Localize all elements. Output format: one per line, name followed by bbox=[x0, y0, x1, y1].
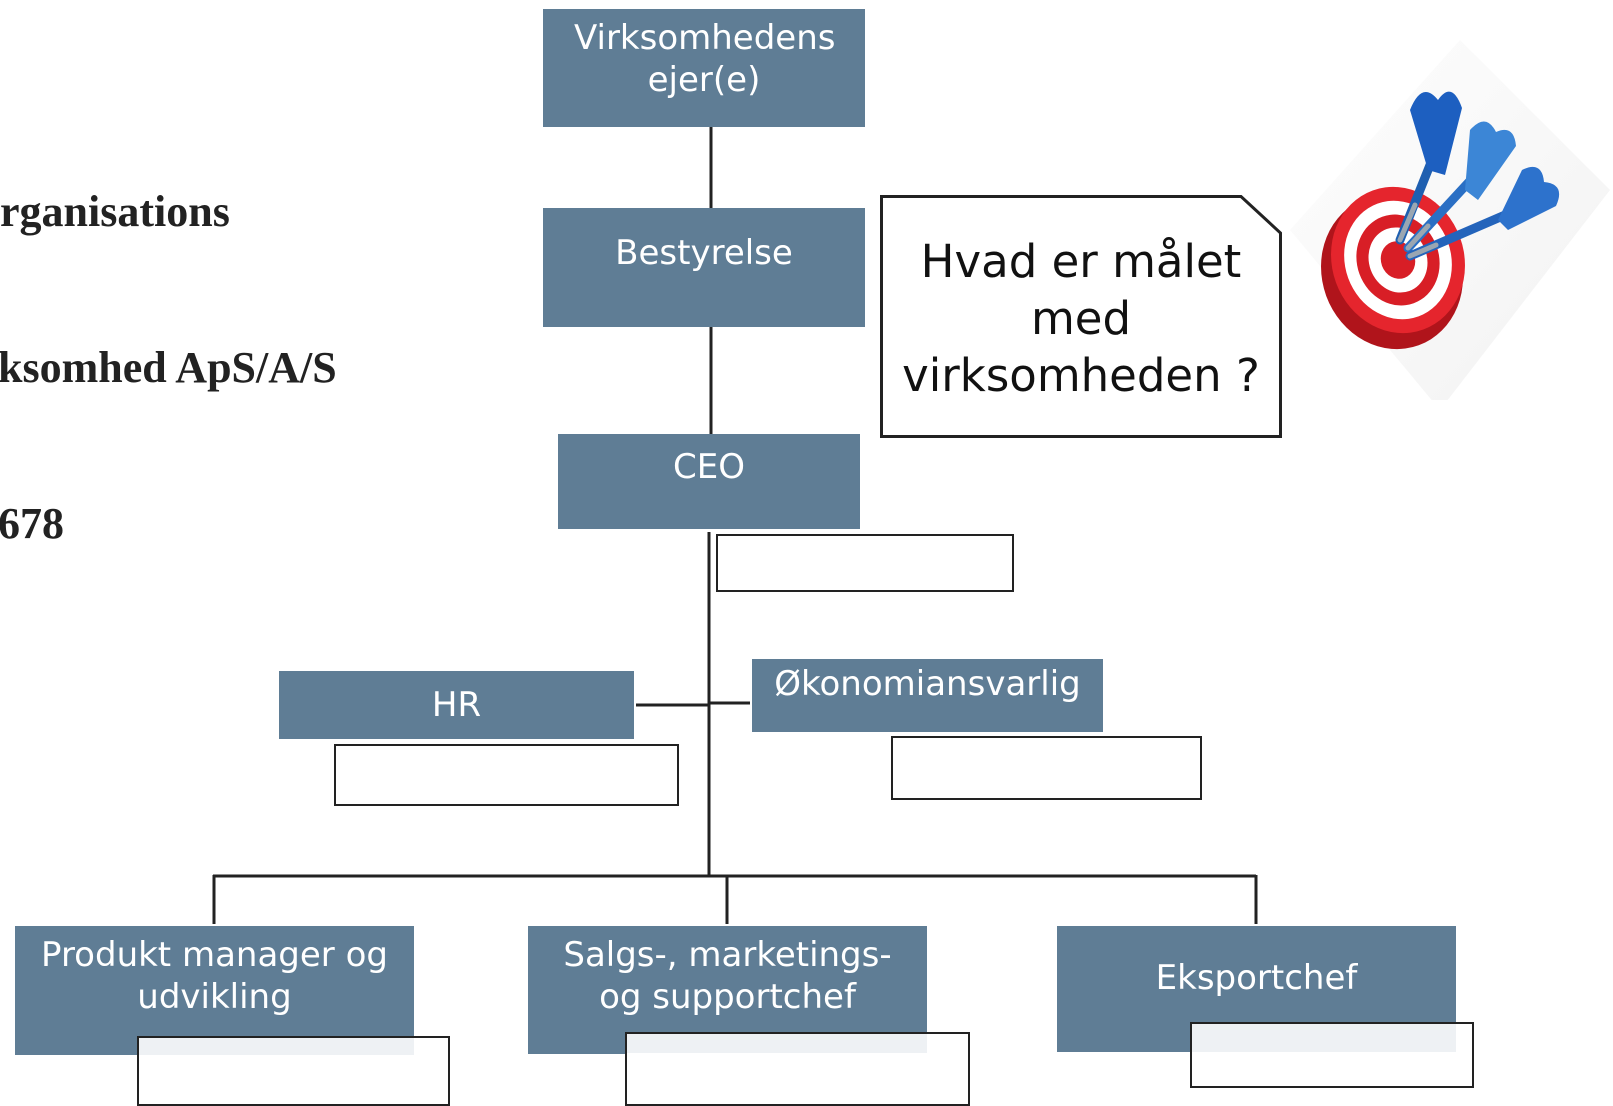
node-hr-label: HR bbox=[431, 685, 482, 725]
callout-frame bbox=[880, 195, 1282, 438]
product-blank-shade bbox=[139, 1038, 414, 1055]
org-title-line-3: 678 bbox=[0, 499, 64, 548]
callout-text: Hvad er målet med virksomheden ? bbox=[902, 235, 1260, 402]
node-hr: HR bbox=[279, 671, 634, 739]
node-product: Produkt manager og udvikling bbox=[15, 926, 414, 1055]
goal-callout: Hvad er målet med virksomheden ? bbox=[880, 195, 1282, 438]
node-board: Bestyrelse bbox=[543, 208, 865, 327]
ceo-blank-box bbox=[716, 534, 1014, 592]
node-finance: Økonomiansvarlig bbox=[752, 659, 1103, 732]
node-sales-label: Salgs-, marketings- og supportchef bbox=[563, 935, 892, 1017]
export-blank-shade bbox=[1192, 1024, 1456, 1052]
org-title-line-1: rganisations bbox=[0, 187, 230, 236]
org-title-line-2: ksomhed ApS/A/S bbox=[0, 343, 337, 392]
sales-blank-shade bbox=[627, 1034, 927, 1053]
org-title: rganisations ksomhed ApS/A/S 678 bbox=[0, 82, 337, 602]
hr-blank-box bbox=[334, 744, 679, 806]
node-owners: Virksomhedens ejer(e) bbox=[543, 9, 865, 127]
node-owners-label: Virksomhedens ejer(e) bbox=[574, 18, 836, 100]
node-ceo-label: CEO bbox=[673, 447, 745, 487]
node-product-label: Produkt manager og udvikling bbox=[41, 935, 388, 1017]
node-finance-label: Økonomiansvarlig bbox=[774, 664, 1081, 704]
node-ceo: CEO bbox=[558, 434, 860, 529]
finance-blank-box bbox=[891, 736, 1202, 800]
dartboard-target-icon bbox=[1290, 40, 1610, 400]
node-export-label: Eksportchef bbox=[1155, 958, 1358, 998]
node-board-label: Bestyrelse bbox=[615, 233, 793, 273]
